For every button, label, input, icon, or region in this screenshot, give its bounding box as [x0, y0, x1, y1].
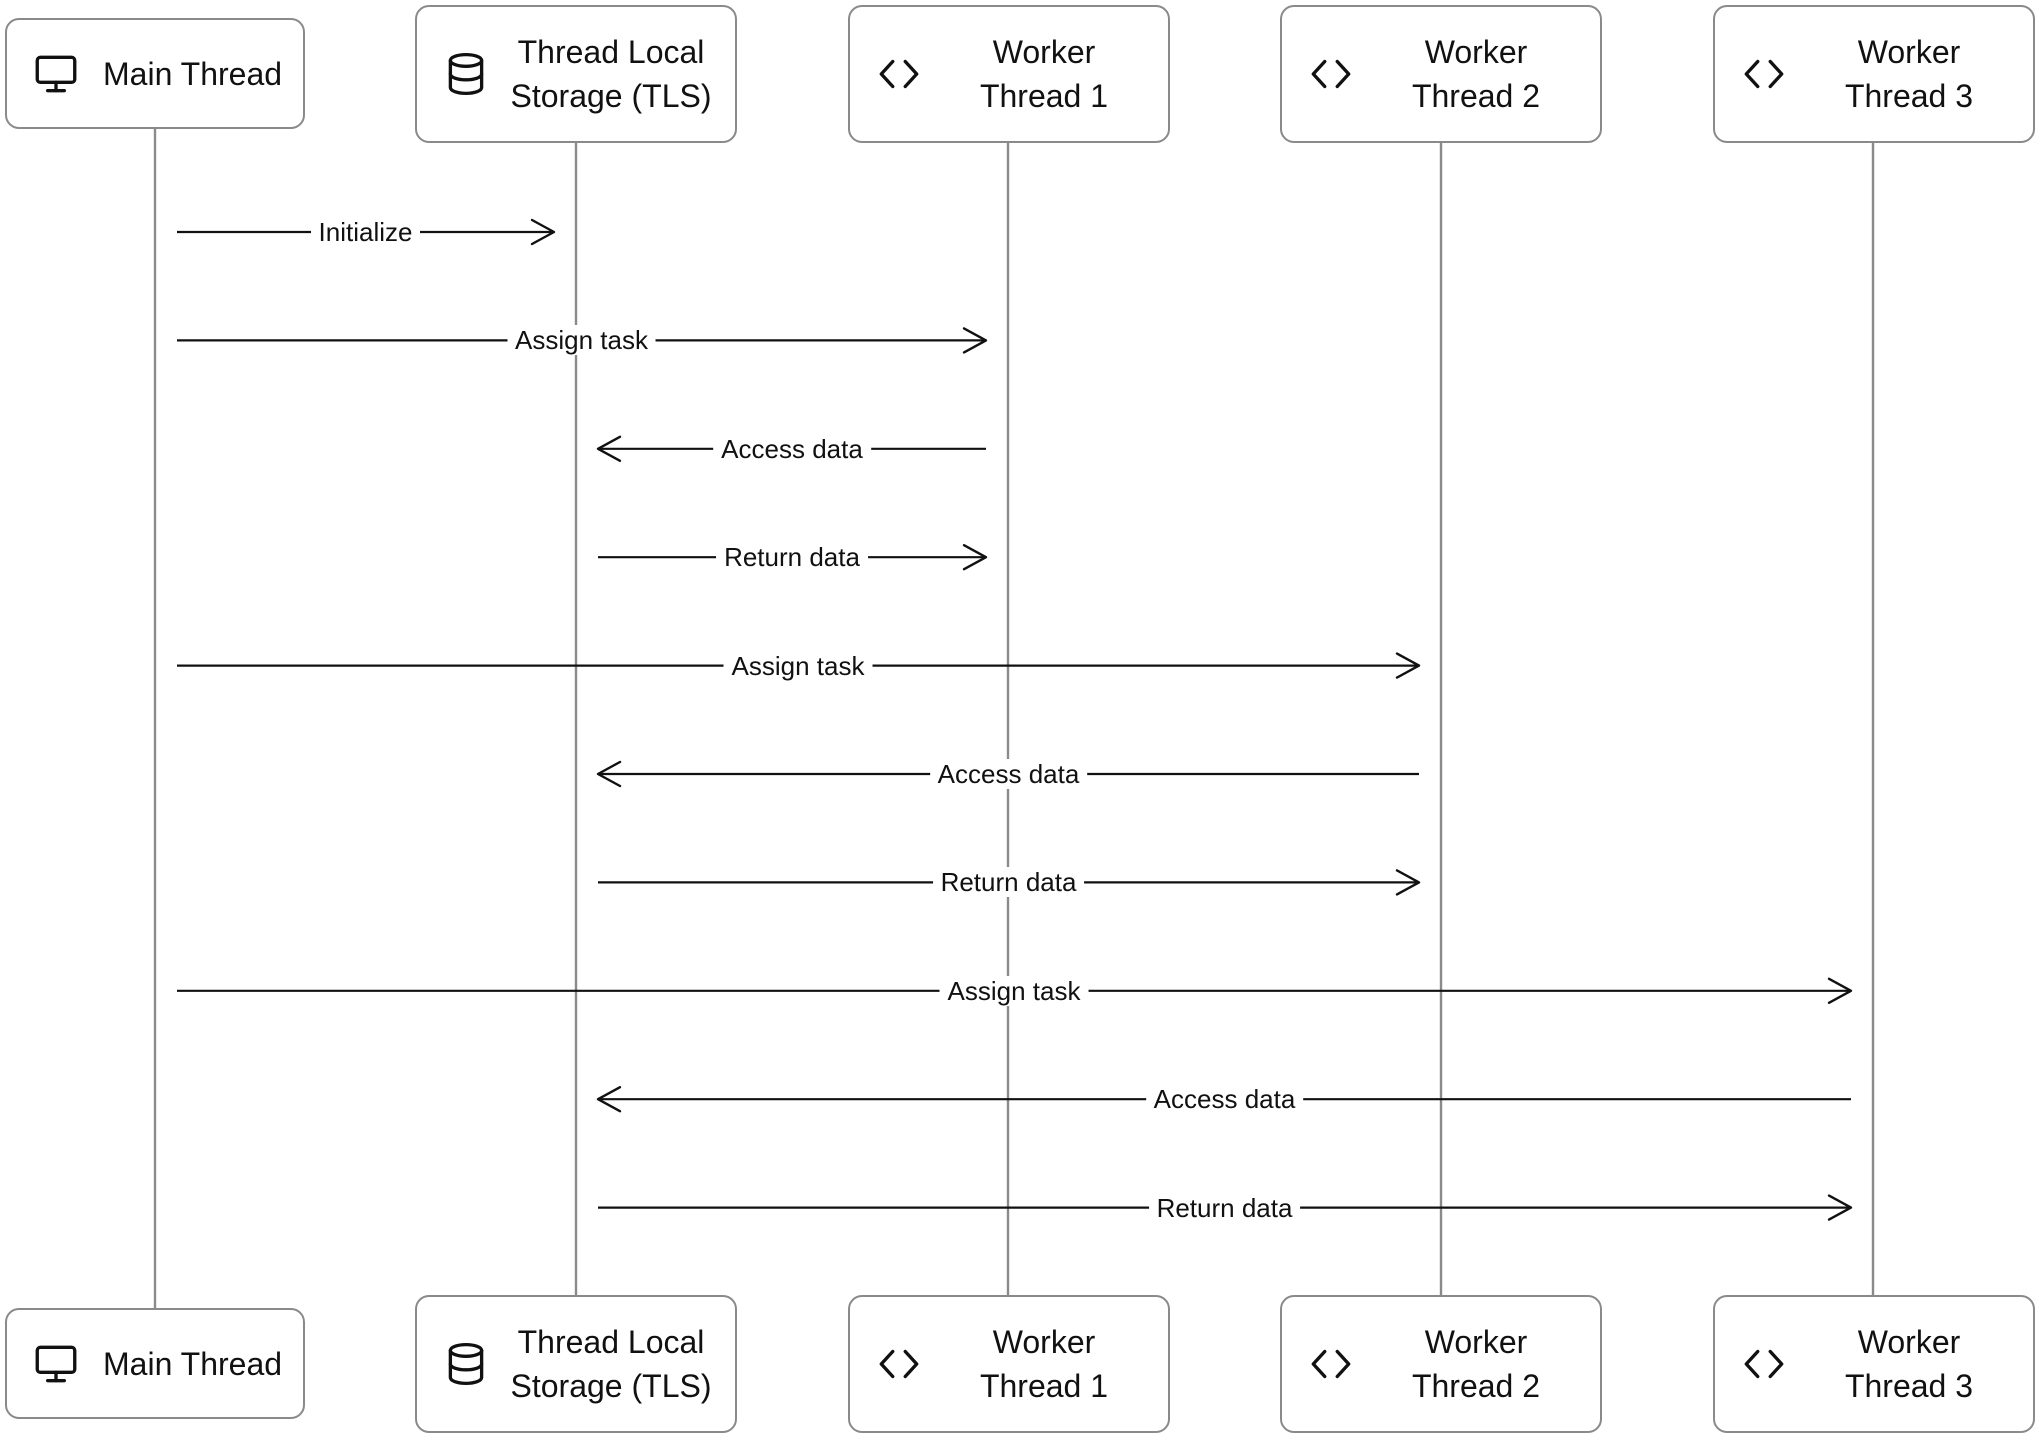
participant-label-line: Thread 2	[1411, 1368, 1541, 1404]
participant-main-bottom: Main Thread	[5, 1308, 305, 1419]
monitor-icon	[31, 1339, 81, 1389]
message-label: Access data	[713, 433, 871, 464]
arrowhead-icon	[962, 544, 988, 571]
participant-label-line: Worker	[992, 1324, 1096, 1360]
participant-label-line: Thread 1	[979, 1368, 1109, 1404]
message-label: Return data	[716, 542, 868, 573]
arrowhead-icon	[962, 327, 988, 354]
code-icon	[874, 49, 924, 99]
message-label: Initialize	[310, 217, 421, 247]
code-icon	[1739, 49, 1789, 99]
participant-label-line: Worker	[1424, 34, 1528, 70]
message-label: Assign task	[939, 975, 1089, 1006]
message-label: Assign task	[507, 325, 656, 356]
arrowhead-icon	[596, 1085, 622, 1113]
arrowhead-icon	[596, 435, 622, 462]
message-label: Return data	[932, 867, 1085, 898]
arrowhead-icon	[1827, 977, 1853, 1004]
arrowhead-icon	[1827, 1194, 1853, 1221]
participant-label-line: Thread Local	[517, 34, 705, 70]
message-label: Assign task	[723, 650, 873, 681]
arrowhead-icon	[596, 760, 622, 788]
participant-label-line: Main Thread	[103, 55, 283, 92]
database-icon	[441, 1339, 491, 1389]
participant-label-line: Thread 3	[1844, 78, 1974, 114]
message-label: Return data	[1148, 1192, 1301, 1223]
participant-label-line: Worker	[1424, 1324, 1528, 1360]
participant-label-line: Thread 3	[1844, 1368, 1974, 1404]
code-icon	[1306, 49, 1356, 99]
participant-main-top: Main Thread	[5, 18, 305, 129]
code-icon	[1739, 1339, 1789, 1389]
participant-label-line: Worker	[1857, 34, 1961, 70]
code-icon	[874, 1339, 924, 1389]
participant-label-line: Storage (TLS)	[510, 1368, 712, 1404]
participant-label-line: Main Thread	[103, 1345, 283, 1382]
participant-label-line: Worker	[992, 34, 1096, 70]
arrowhead-icon	[1395, 869, 1421, 896]
database-icon	[441, 49, 491, 99]
participant-label-line: Thread 2	[1411, 78, 1541, 114]
participant-label-line: Worker	[1857, 1324, 1961, 1360]
monitor-icon	[31, 49, 81, 99]
participant-label-line: Thread 1	[979, 78, 1109, 114]
participant-label-line: Storage (TLS)	[510, 78, 712, 114]
message-label: Access data	[929, 759, 1088, 789]
participant-label: Main Thread	[85, 20, 295, 127]
participant-label: Main Thread	[85, 1310, 295, 1417]
arrowhead-icon	[1395, 652, 1421, 679]
arrowhead-icon	[530, 218, 556, 246]
participant-label-line: Thread Local	[517, 1324, 705, 1360]
code-icon	[1306, 1339, 1356, 1389]
message-label: Access data	[1145, 1084, 1304, 1115]
